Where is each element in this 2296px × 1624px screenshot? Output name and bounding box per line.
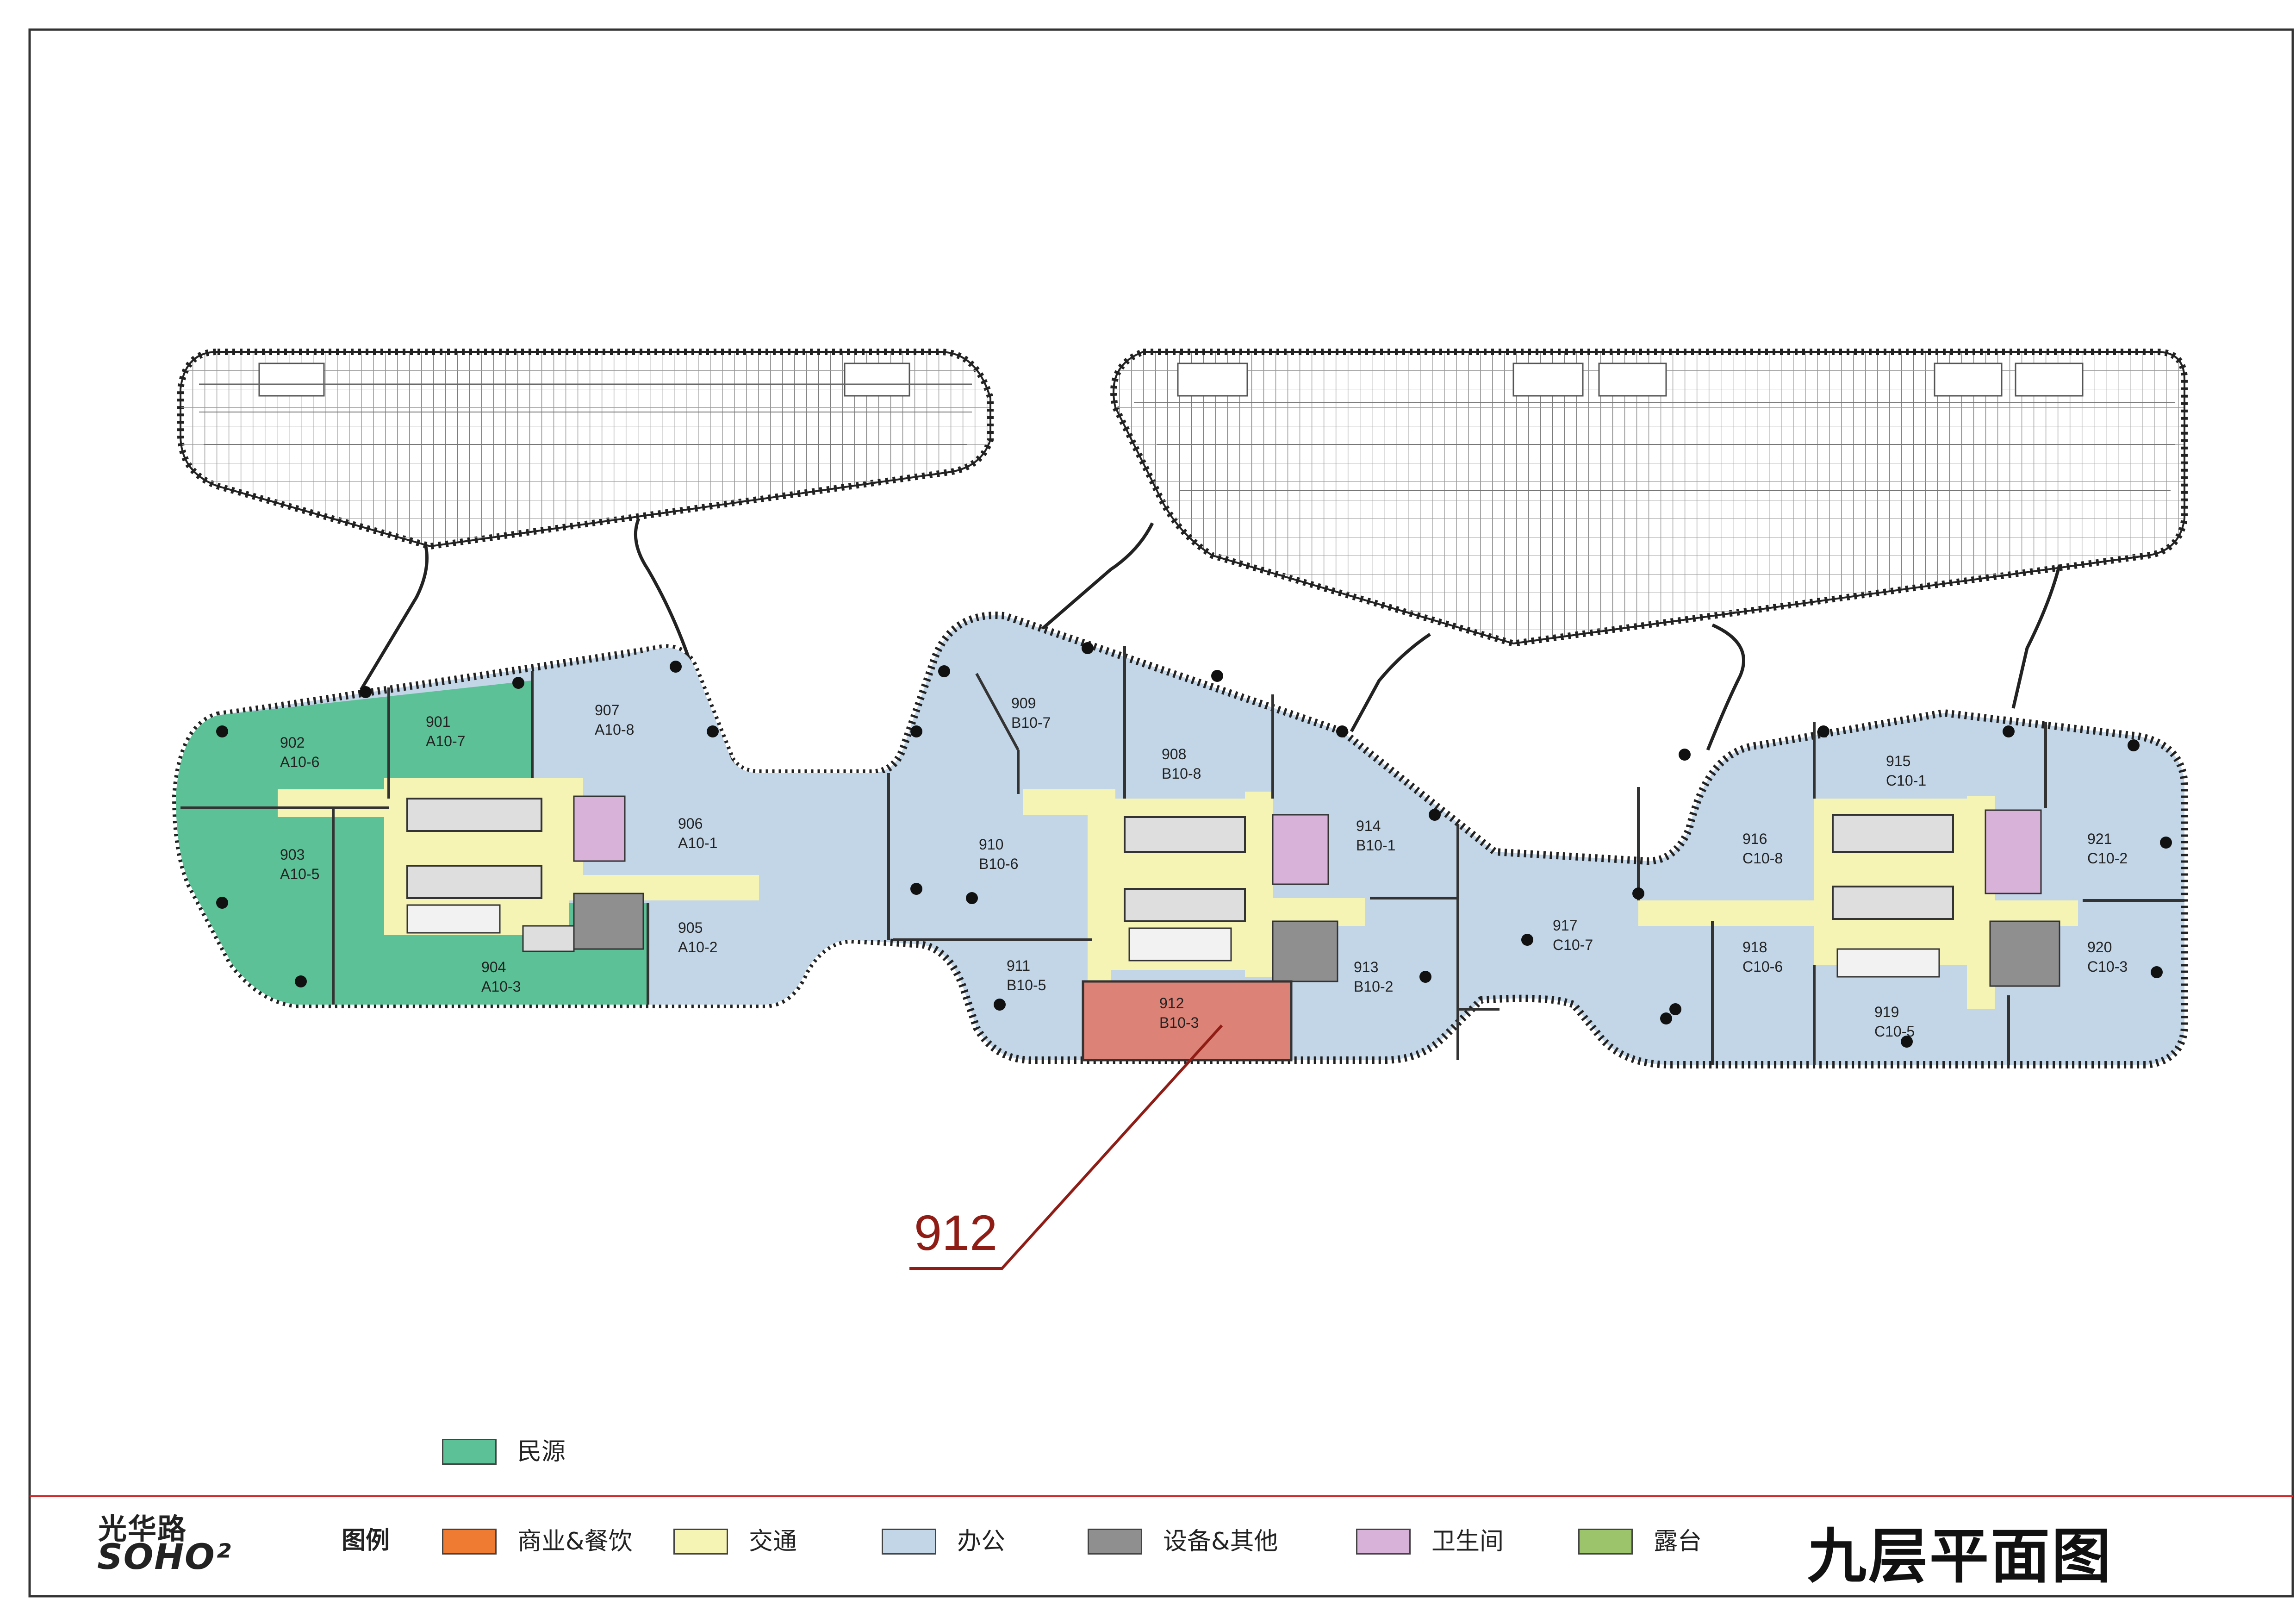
svg-text:904: 904 [481, 959, 506, 975]
svg-text:915: 915 [1886, 753, 1910, 769]
svg-text:B10-8: B10-8 [1162, 765, 1201, 782]
roof-canopy-left [177, 349, 994, 550]
legend-swatch-traffic [673, 1529, 728, 1555]
legend-label-office: 办公 [957, 1528, 1006, 1555]
svg-text:909: 909 [1011, 695, 1036, 712]
structural-columns [216, 642, 2172, 1048]
page-title: 九层平面图 [1807, 1522, 2113, 1591]
svg-text:913: 913 [1354, 959, 1378, 975]
svg-text:906: 906 [678, 815, 703, 832]
svg-text:C10-6: C10-6 [1742, 958, 1783, 975]
legend-label-minyuan: 民源 [517, 1438, 566, 1466]
svg-text:902: 902 [280, 734, 305, 751]
core-a [278, 778, 759, 952]
svg-text:B10-7: B10-7 [1011, 714, 1051, 731]
svg-text:916: 916 [1742, 831, 1767, 847]
svg-text:C10-8: C10-8 [1742, 850, 1783, 867]
svg-text:905: 905 [678, 919, 703, 936]
svg-text:C10-7: C10-7 [1553, 937, 1593, 953]
legend-label-traffic: 交通 [749, 1528, 797, 1555]
legend-label-terrace: 露台 [1654, 1528, 1702, 1555]
legend-label-equipment: 设备&其他 [1163, 1528, 1278, 1555]
svg-text:C10-3: C10-3 [2087, 958, 2128, 975]
svg-text:908: 908 [1162, 746, 1186, 762]
legend-swatch-toilet [1356, 1529, 1411, 1555]
svg-text:B10-5: B10-5 [1007, 977, 1046, 993]
legend-swatch-commercial [442, 1529, 497, 1555]
svg-text:907: 907 [595, 702, 619, 718]
svg-text:903: 903 [280, 846, 305, 863]
svg-text:C10-2: C10-2 [2087, 850, 2128, 867]
svg-text:B10-6: B10-6 [979, 856, 1018, 872]
legend-label-commercial: 商业&餐饮 [517, 1528, 633, 1555]
core-b [1023, 789, 1365, 991]
svg-text:912: 912 [914, 1205, 997, 1261]
legend-swatch-office [882, 1529, 936, 1555]
svg-text:B10-2: B10-2 [1354, 978, 1393, 995]
svg-text:A10-2: A10-2 [678, 939, 717, 956]
svg-text:A10-5: A10-5 [280, 866, 319, 882]
logo-text-soho: SOHO² [97, 1536, 232, 1577]
logo-text-chinese: 光华路 [98, 1512, 187, 1546]
svg-text:918: 918 [1742, 939, 1767, 956]
svg-text:A10-1: A10-1 [678, 835, 717, 851]
floor-plate [172, 612, 2188, 1068]
svg-text:A10-7: A10-7 [426, 733, 465, 750]
svg-text:A10-3: A10-3 [481, 978, 521, 995]
svg-text:920: 920 [2087, 939, 2112, 956]
svg-text:921: 921 [2087, 831, 2112, 847]
svg-text:A10-8: A10-8 [595, 721, 634, 738]
svg-text:A10-6: A10-6 [280, 754, 319, 770]
svg-text:917: 917 [1553, 917, 1577, 934]
core-c [1638, 796, 2078, 1009]
legend-heading: 图例 [342, 1527, 390, 1555]
svg-text:B10-3: B10-3 [1159, 1014, 1199, 1031]
svg-text:C10-1: C10-1 [1886, 772, 1926, 789]
svg-text:B10-1: B10-1 [1356, 837, 1395, 854]
svg-text:C10-5: C10-5 [1874, 1023, 1915, 1040]
partition-walls [180, 646, 2184, 1065]
svg-text:901: 901 [426, 713, 450, 730]
svg-text:910: 910 [979, 836, 1003, 853]
svg-text:914: 914 [1356, 818, 1381, 834]
roof-canopy-right [1110, 349, 2188, 647]
legend-swatch-minyuan [442, 1439, 497, 1465]
unit-912-highlight[interactable] [1082, 980, 1293, 1062]
sheet-border [28, 28, 2294, 1598]
legend-swatch-terrace [1578, 1529, 1633, 1555]
legend-label-toilet: 卫生间 [1431, 1528, 1504, 1555]
svg-text:911: 911 [1007, 957, 1030, 974]
legend-swatch-equipment [1088, 1529, 1142, 1555]
callout-912: 912 [909, 1024, 1223, 1270]
svg-text:912: 912 [1159, 995, 1184, 1012]
svg-text:919: 919 [1874, 1004, 1899, 1020]
